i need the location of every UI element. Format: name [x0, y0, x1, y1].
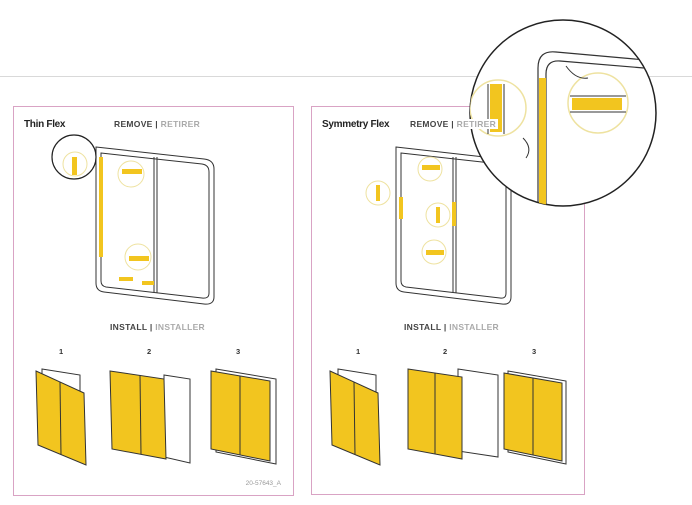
- step-3: 3: [236, 347, 241, 356]
- install-heading: INSTALL | INSTALLER: [110, 322, 205, 332]
- symmetry-flex-install-diagrams: [329, 368, 567, 466]
- install-label: INSTALL: [404, 322, 442, 332]
- brand-logo: Symmetry Flex: [322, 119, 390, 130]
- install-heading: INSTALL | INSTALLER: [404, 322, 499, 332]
- remove-label: REMOVE: [410, 119, 449, 129]
- step-1: 1: [59, 347, 64, 356]
- remove-heading: REMOVE | RETIRER: [114, 119, 201, 129]
- step-1: 1: [356, 347, 361, 356]
- document-code: 20-57643_A: [245, 480, 281, 487]
- top-divider: [0, 76, 692, 77]
- brand-logo: Thin Flex: [24, 119, 66, 130]
- install-label-fr: INSTALLER: [449, 322, 499, 332]
- step-2: 2: [443, 347, 448, 356]
- magnified-detail-callout: [469, 19, 657, 207]
- symmetry-flex-remove-diagram: [365, 146, 512, 305]
- remove-label: REMOVE: [114, 119, 153, 129]
- install-label: INSTALL: [110, 322, 148, 332]
- step-2: 2: [147, 347, 152, 356]
- step-3: 3: [532, 347, 537, 356]
- thin-flex-install-diagrams: [35, 368, 277, 466]
- install-label-fr: INSTALLER: [155, 322, 205, 332]
- thin-flex-remove-diagram: [51, 134, 215, 305]
- remove-label-fr: RETIRER: [456, 119, 497, 129]
- thin-flex-instructions: Thin Flex REMOVE | RETIRER INSTALL | INS…: [13, 106, 294, 496]
- remove-label-fr: RETIRER: [160, 119, 201, 129]
- remove-heading: REMOVE | RETIRER: [408, 119, 499, 129]
